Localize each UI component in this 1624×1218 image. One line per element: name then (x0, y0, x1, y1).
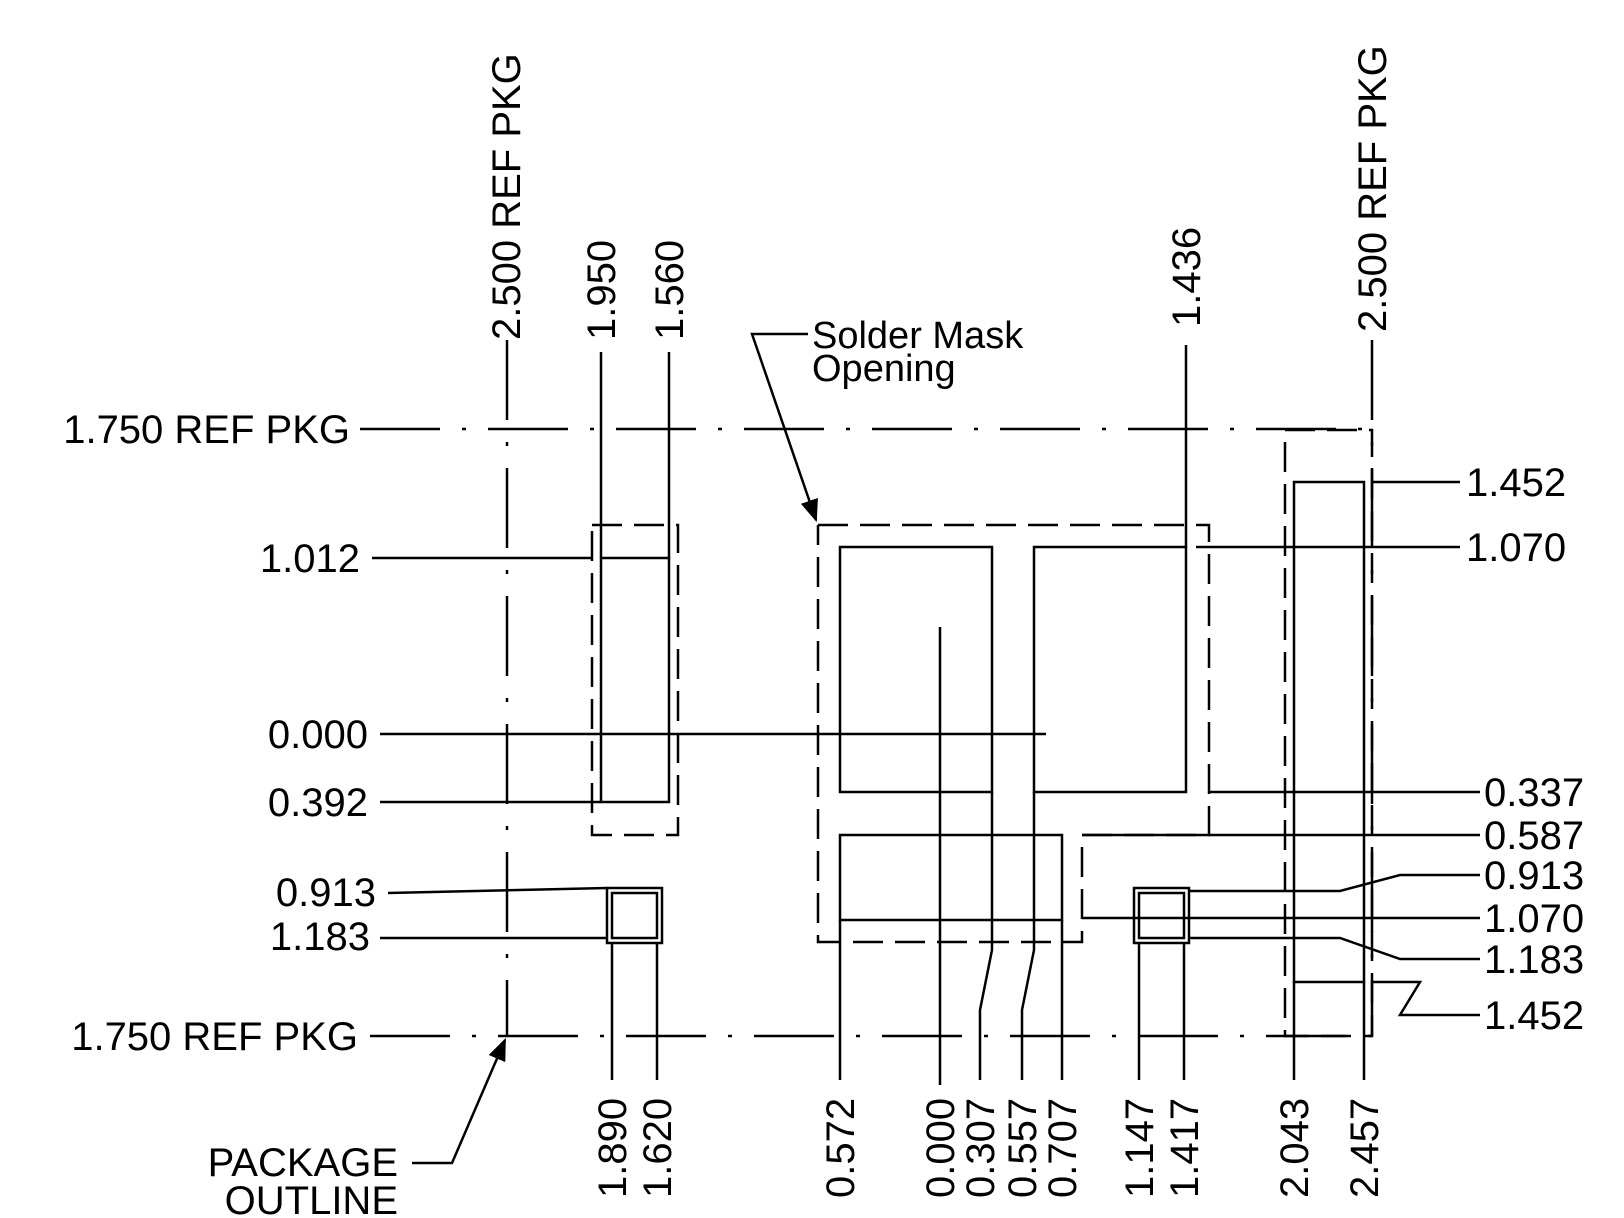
label-x-0707: 0.707 (1041, 1098, 1085, 1198)
package-outline-callout (412, 1037, 507, 1165)
pad-center-bottom (838, 833, 1064, 922)
callout-labels: Solder Mask Opening PACKAGE OUTLINE (208, 315, 1025, 1218)
label-x-0572: 0.572 (819, 1098, 863, 1198)
label-y-0587: 0.587 (1484, 814, 1584, 858)
package-outline-label-line1: PACKAGE (208, 1141, 398, 1185)
label-x-0000: 0.000 (919, 1098, 963, 1198)
label-y-1183: 1.183 (1484, 938, 1584, 982)
label-y-1070: 1.070 (1484, 897, 1584, 941)
solder-mask-callout (750, 332, 818, 523)
label-x-1560: 1.560 (648, 240, 692, 340)
top-dimension-labels: 2.500 REF PKG 1.950 1.560 1.436 2.500 RE… (485, 45, 1395, 340)
label-x-1417: 1.417 (1163, 1098, 1207, 1198)
label-x-0307: 0.307 (959, 1098, 1003, 1198)
label-y-0392: 0.392 (268, 781, 368, 825)
right-dimension-labels: 1.452 1.070 0.337 0.587 0.913 1.070 1.18… (1466, 461, 1584, 1038)
label-y-1012: 1.012 (260, 537, 360, 581)
label-x-2457: 2.457 (1343, 1098, 1387, 1198)
label-y-0913: 0.913 (276, 871, 376, 915)
label-x-1890: 1.890 (591, 1098, 635, 1198)
left-dimension-labels: 1.750 REF PKG 1.012 0.000 0.392 0.913 1.… (63, 408, 376, 1059)
label-y-1452-top: 1.452 (1466, 461, 1566, 505)
pad-center-right (1032, 545, 1188, 794)
label-x-0557: 0.557 (1001, 1098, 1045, 1198)
solder-mask-label-line1: Solder Mask (812, 315, 1024, 357)
label-x-2500-right: 2.500 REF PKG (1351, 45, 1395, 332)
package-outline (360, 340, 1374, 1038)
label-y-1452-bottom: 1.452 (1484, 994, 1584, 1038)
label-y-1070-top: 1.070 (1466, 526, 1566, 570)
via-left (605, 886, 664, 945)
label-bottom-ref-pkg: 1.750 REF PKG (71, 1015, 358, 1059)
label-x-1147: 1.147 (1118, 1098, 1162, 1198)
bottom-dimension-labels: 1.890 1.620 0.572 0.000 0.307 0.557 0.70… (591, 1098, 1387, 1198)
solder-mask-label-line2: Opening (812, 348, 956, 390)
package-outline-label-line2: OUTLINE (225, 1179, 398, 1218)
label-y-0337: 0.337 (1484, 771, 1584, 815)
label-y-1183: 1.183 (270, 915, 370, 959)
label-y-0913: 0.913 (1484, 854, 1584, 898)
label-y-0000: 0.000 (268, 713, 368, 757)
label-top-ref-pkg: 1.750 REF PKG (63, 408, 350, 452)
label-x-1436: 1.436 (1165, 227, 1209, 327)
pad-left (599, 556, 671, 804)
label-x-2043: 2.043 (1273, 1098, 1317, 1198)
pad-right-tall (1292, 480, 1366, 984)
label-x-2500-left: 2.500 REF PKG (485, 53, 529, 340)
label-x-1620: 1.620 (636, 1098, 680, 1198)
pads (599, 480, 1366, 984)
pad-center-left (838, 545, 994, 794)
label-x-1950: 1.950 (580, 240, 624, 340)
via-right (1132, 886, 1191, 945)
